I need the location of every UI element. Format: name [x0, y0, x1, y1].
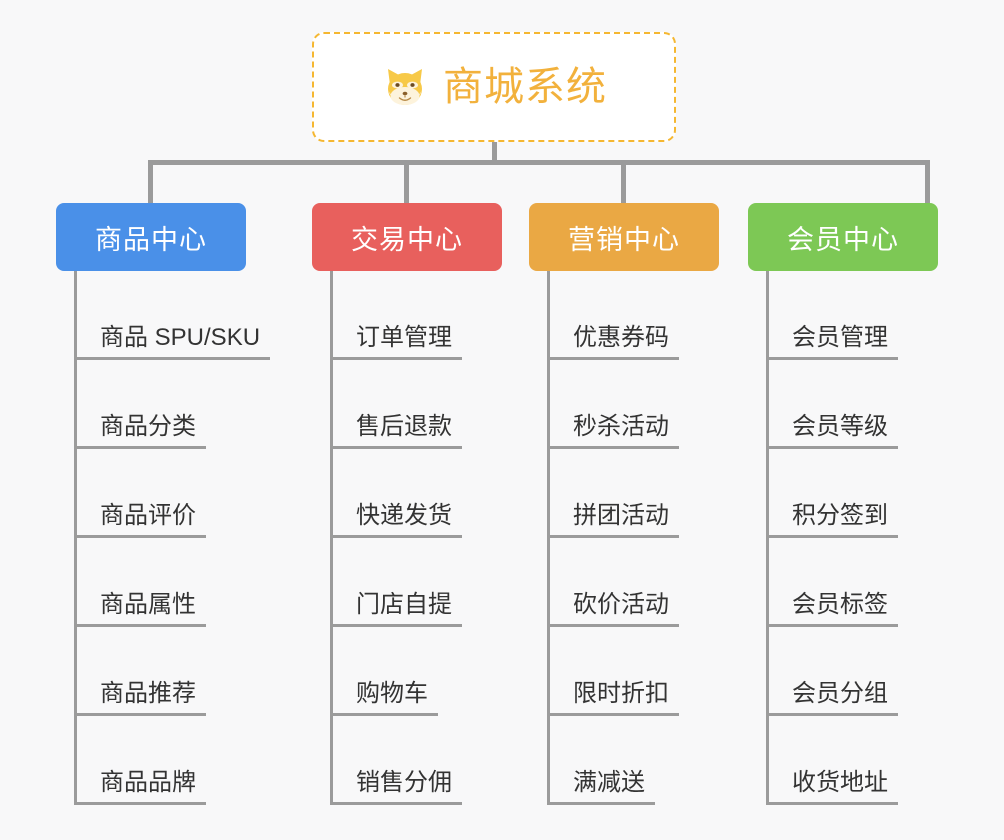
leaf-spine [547, 271, 550, 805]
leaf-item-label: 商品 SPU/SKU [74, 324, 271, 360]
leaf-item[interactable]: 商品 SPU/SKU [56, 271, 271, 360]
leaf-spine [74, 271, 77, 805]
branch-header-marketing-center[interactable]: 营销中心 [529, 203, 719, 271]
leaf-item-label: 会员标签 [766, 591, 898, 627]
leaf-item[interactable]: 砍价活动 [529, 538, 719, 627]
leaf-item-label: 快递发货 [330, 502, 462, 538]
leaf-item-label: 售后退款 [330, 413, 462, 449]
leaf-item[interactable]: 商品属性 [56, 538, 246, 627]
leaf-item-label: 收货地址 [766, 769, 898, 805]
branch-header-product-center[interactable]: 商品中心 [56, 203, 246, 271]
leaf-item[interactable]: 会员等级 [748, 360, 938, 449]
leaf-item[interactable]: 门店自提 [312, 538, 502, 627]
root-title: 商城系统 [443, 65, 607, 109]
leaf-item-label: 限时折扣 [547, 680, 679, 716]
leaf-item-label: 优惠券码 [547, 324, 679, 360]
leaf-item[interactable]: 商品分类 [56, 360, 246, 449]
leaf-list: 会员管理会员等级积分签到会员标签会员分组收货地址 [748, 271, 938, 805]
root-node[interactable]: 商城系统 [312, 32, 676, 142]
leaf-item[interactable]: 快递发货 [312, 449, 502, 538]
shiba-dog-icon [381, 63, 429, 111]
leaf-item-label: 会员管理 [766, 324, 898, 360]
leaf-item[interactable]: 商品评价 [56, 449, 246, 538]
leaf-list: 订单管理售后退款快递发货门店自提购物车销售分佣 [312, 271, 502, 805]
connector-drop-1 [148, 160, 153, 205]
leaf-spine [330, 271, 333, 805]
leaf-item[interactable]: 拼团活动 [529, 449, 719, 538]
leaf-item[interactable]: 售后退款 [312, 360, 502, 449]
leaf-item[interactable]: 购物车 [312, 627, 502, 716]
leaf-item[interactable]: 会员分组 [748, 627, 938, 716]
leaf-item-label: 砍价活动 [547, 591, 679, 627]
leaf-item-label: 购物车 [330, 680, 438, 716]
leaf-item[interactable]: 限时折扣 [529, 627, 719, 716]
leaf-item-label: 秒杀活动 [547, 413, 679, 449]
leaf-item-label: 积分签到 [766, 502, 898, 538]
leaf-item[interactable]: 秒杀活动 [529, 360, 719, 449]
connector-drop-3 [621, 160, 626, 205]
leaf-item[interactable]: 会员标签 [748, 538, 938, 627]
branch-header-member-center[interactable]: 会员中心 [748, 203, 938, 271]
leaf-item-label: 会员等级 [766, 413, 898, 449]
leaf-list: 优惠券码秒杀活动拼团活动砍价活动限时折扣满减送 [529, 271, 719, 805]
leaf-item-label: 商品品牌 [74, 769, 206, 805]
branch-header-trade-center[interactable]: 交易中心 [312, 203, 502, 271]
leaf-item[interactable]: 优惠券码 [529, 271, 719, 360]
branch-column-member-center: 会员中心 会员管理会员等级积分签到会员标签会员分组收货地址 [748, 203, 938, 805]
leaf-item[interactable]: 收货地址 [748, 716, 938, 805]
branch-column-product-center: 商品中心 商品 SPU/SKU 商品分类商品评价商品属性商品推荐商品品牌 [56, 203, 271, 805]
connector-drop-4 [925, 160, 930, 205]
leaf-item[interactable]: 商品品牌 [56, 716, 246, 805]
leaf-item[interactable]: 商品推荐 [56, 627, 246, 716]
connector-root-stem [492, 142, 497, 164]
leaf-item-label: 商品推荐 [74, 680, 206, 716]
leaf-item[interactable]: 会员管理 [748, 271, 938, 360]
leaf-item[interactable]: 销售分佣 [312, 716, 502, 805]
leaf-spine [766, 271, 769, 805]
branch-column-marketing-center: 营销中心 优惠券码秒杀活动拼团活动砍价活动限时折扣满减送 [529, 203, 719, 805]
leaf-item-label: 满减送 [547, 769, 655, 805]
leaf-item-label: 商品分类 [74, 413, 206, 449]
leaf-item[interactable]: 满减送 [529, 716, 719, 805]
connector-drop-2 [404, 160, 409, 205]
leaf-item-label: 销售分佣 [330, 769, 462, 805]
leaf-item[interactable]: 积分签到 [748, 449, 938, 538]
connector-bus [150, 160, 930, 165]
leaf-item-label: 会员分组 [766, 680, 898, 716]
leaf-item[interactable]: 订单管理 [312, 271, 502, 360]
leaf-list: 商品 SPU/SKU 商品分类商品评价商品属性商品推荐商品品牌 [56, 271, 271, 805]
leaf-item-label: 商品评价 [74, 502, 206, 538]
leaf-item-label: 拼团活动 [547, 502, 679, 538]
leaf-item-label: 门店自提 [330, 591, 462, 627]
leaf-item-label: 订单管理 [330, 324, 462, 360]
leaf-item-label: 商品属性 [74, 591, 206, 627]
branch-column-trade-center: 交易中心 订单管理售后退款快递发货门店自提购物车销售分佣 [312, 203, 502, 805]
